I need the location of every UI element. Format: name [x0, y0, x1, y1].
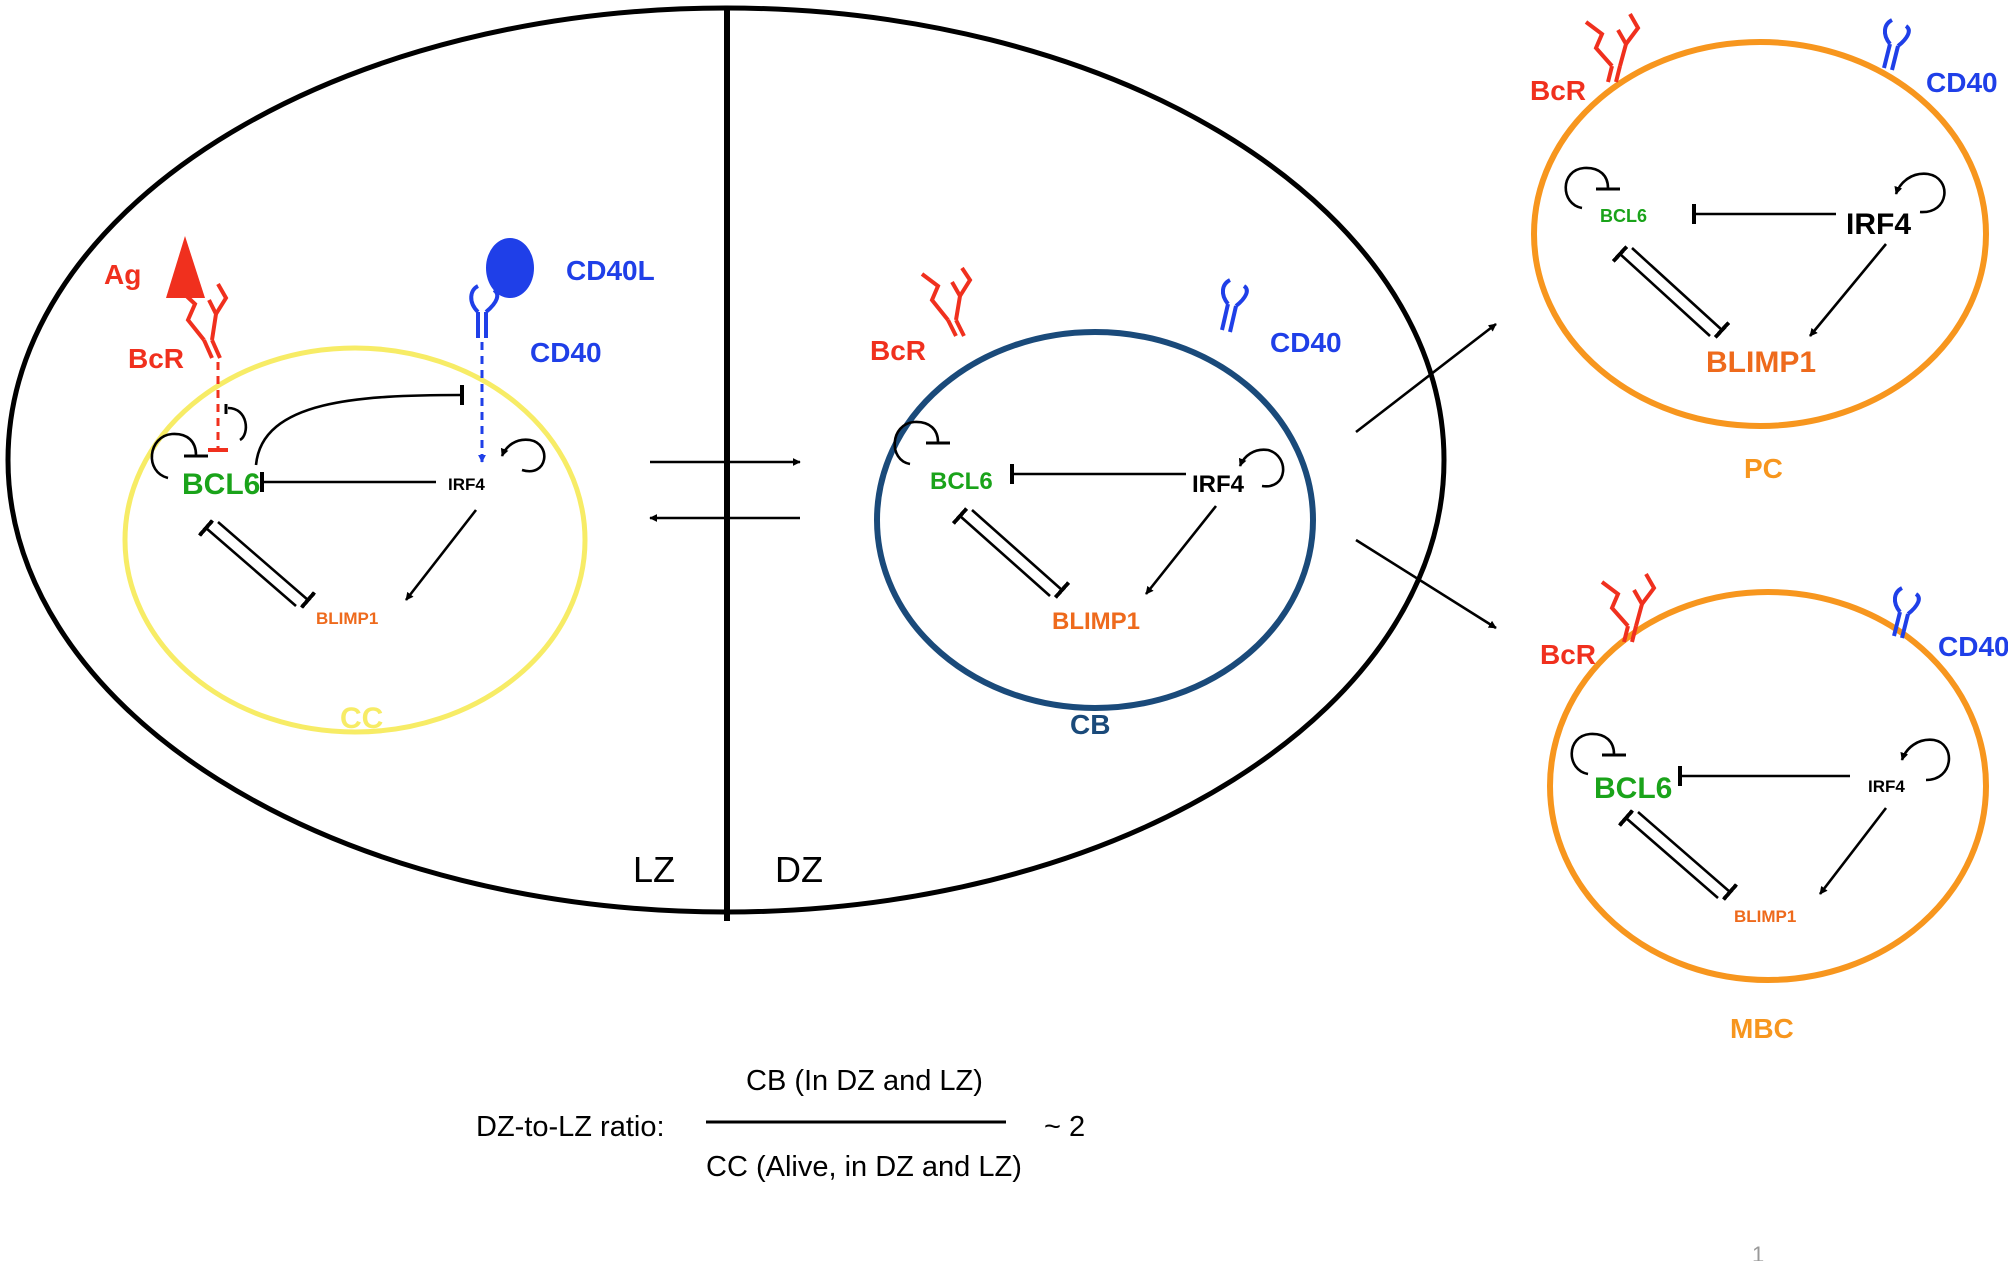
mbc-blimp1-label: BLIMP1 — [1734, 907, 1796, 926]
cb-bcl6-self-loop — [893, 420, 940, 466]
cc-bcl6-inhibits-blimp1 — [217, 521, 317, 609]
mbc-cell: BcR CD40 BCL6 IRF4 BLIMP1 MBC — [1540, 573, 2008, 1044]
pc-bcl6-inhibits-blimp1 — [1631, 247, 1731, 339]
cc-irf4-label: IRF4 — [448, 475, 485, 494]
ratio-denominator: CC (Alive, in DZ and LZ) — [706, 1151, 1022, 1183]
mbc-irf4-activates-blimp1 — [1818, 807, 1888, 895]
cc-irf4-activates-blimp1 — [404, 509, 478, 601]
mbc-irf4-self-loop — [1900, 738, 1951, 782]
cb-irf4-self-loop — [1238, 448, 1285, 488]
cb-cell: BcR CD40 BCL6 IRF4 BLIMP1 CB — [870, 266, 1342, 740]
mbc-cd40-label: CD40 — [1938, 631, 2008, 662]
pc-blimp1-label: BLIMP1 — [1706, 346, 1816, 379]
cb-blimp1-inhibits-bcl6 — [951, 507, 1051, 597]
pc-bcr-label: BcR — [1530, 75, 1586, 106]
ratio-label: DZ-to-LZ ratio: — [476, 1111, 665, 1143]
pc-blimp1-inhibits-bcl6 — [1611, 245, 1711, 337]
pc-cd40-label: CD40 — [1926, 67, 1998, 98]
cc-cd40-receptor — [469, 284, 500, 338]
cc-cd40l-label: CD40L — [566, 255, 655, 286]
cc-cd40-label: CD40 — [530, 337, 602, 368]
mbc-blimp1-inhibits-bcl6 — [1617, 809, 1719, 899]
cc-bcr-label: BcR — [128, 343, 184, 374]
cc-ag-label: Ag — [104, 259, 141, 290]
cb-to-mbc-arrow — [1355, 538, 1497, 630]
cb-membrane — [874, 329, 1316, 711]
cc-bcl6-inhibits-cd40-signal — [254, 384, 465, 466]
cc-bcl6-label: BCL6 — [182, 468, 260, 501]
ratio-formula: DZ-to-LZ ratio: CB (In DZ and LZ) CC (Al… — [476, 1065, 1085, 1183]
cb-irf4-activates-blimp1 — [1144, 505, 1218, 595]
cc-cell: Ag BcR CD40L CD40 BCL6 IRF4 BLIMP1 CC — [104, 236, 655, 735]
mbc-cd40-receptor — [1892, 586, 1921, 639]
pc-bcr-receptor — [1584, 13, 1641, 83]
cb-cd40-label: CD40 — [1270, 327, 1342, 358]
mbc-membrane — [1547, 589, 1989, 983]
pc-name-label: PC — [1744, 453, 1783, 484]
mbc-bcr-label: BcR — [1540, 639, 1596, 670]
lz-label: LZ — [633, 849, 675, 890]
cc-blimp1-label: BLIMP1 — [316, 609, 378, 628]
mbc-irf4-label: IRF4 — [1868, 777, 1905, 796]
mbc-bcl6-self-loop — [1570, 732, 1616, 776]
cc-name-label: CC — [340, 702, 383, 735]
pc-membrane — [1531, 39, 1989, 429]
pc-cell: BcR CD40 BCL6 IRF4 BLIMP1 PC — [1530, 13, 1998, 484]
pc-cd40-receptor — [1882, 18, 1911, 71]
cd40l-oval — [486, 238, 534, 298]
mbc-name-label: MBC — [1730, 1013, 1794, 1044]
cb-to-pc-arrow — [1355, 322, 1497, 434]
pc-bcl6-label: BCL6 — [1600, 206, 1647, 226]
pc-bcl6-self-loop — [1564, 166, 1610, 210]
page-number: 1 — [1752, 1242, 1764, 1261]
cb-bcr-receptor — [920, 266, 973, 337]
cb-cd40-receptor — [1220, 278, 1249, 333]
cc-membrane — [122, 345, 588, 735]
pc-irf4-label: IRF4 — [1846, 208, 1911, 241]
pc-irf4-activates-blimp1 — [1808, 243, 1888, 337]
antigen-triangle — [166, 236, 205, 298]
cc-irf4-self-loop — [500, 438, 546, 473]
ratio-value: ~ 2 — [1044, 1111, 1085, 1143]
mbc-bcr-receptor — [1600, 573, 1657, 643]
mbc-bcl6-inhibits-blimp1 — [1637, 811, 1739, 901]
cb-bcl6-inhibits-blimp1 — [971, 509, 1071, 599]
mbc-bcl6-label: BCL6 — [1594, 772, 1672, 805]
cb-blimp1-label: BLIMP1 — [1052, 608, 1140, 635]
cb-irf4-label: IRF4 — [1192, 471, 1245, 498]
ratio-numerator: CB (In DZ and LZ) — [746, 1065, 983, 1097]
cb-bcl6-label: BCL6 — [930, 468, 993, 495]
cc-bcr-receptor — [178, 283, 229, 359]
dz-label: DZ — [775, 849, 823, 890]
cb-bcr-label: BcR — [870, 335, 926, 366]
cc-small-loop — [227, 406, 248, 442]
cc-blimp1-inhibits-bcl6 — [197, 519, 297, 607]
cc-bcl6-self-loop — [150, 432, 198, 480]
pc-irf4-self-loop — [1894, 172, 1946, 214]
cb-name-label: CB — [1070, 709, 1110, 740]
